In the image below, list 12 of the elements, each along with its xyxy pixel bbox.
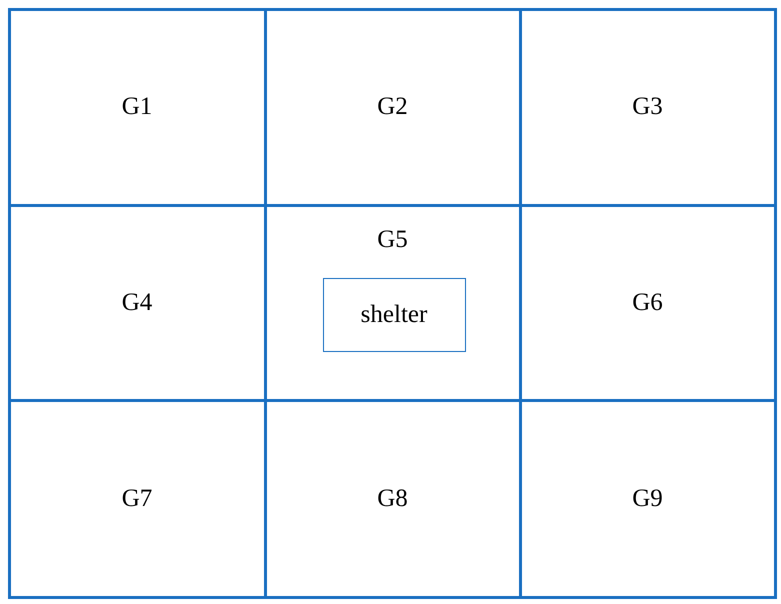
cell-label: G5 xyxy=(377,224,408,254)
cell-label: G1 xyxy=(122,92,152,122)
cell-label: G7 xyxy=(122,484,152,514)
shelter-box xyxy=(322,278,466,352)
cell-label: shelter xyxy=(360,300,428,330)
cell-label: G9 xyxy=(632,484,663,514)
grid-cell xyxy=(8,8,266,206)
cell-label: G6 xyxy=(632,288,663,318)
cell-label: G8 xyxy=(377,484,408,514)
cell-label: G4 xyxy=(122,288,152,318)
cell-label: G2 xyxy=(377,92,408,122)
cell-label: G3 xyxy=(632,92,663,122)
